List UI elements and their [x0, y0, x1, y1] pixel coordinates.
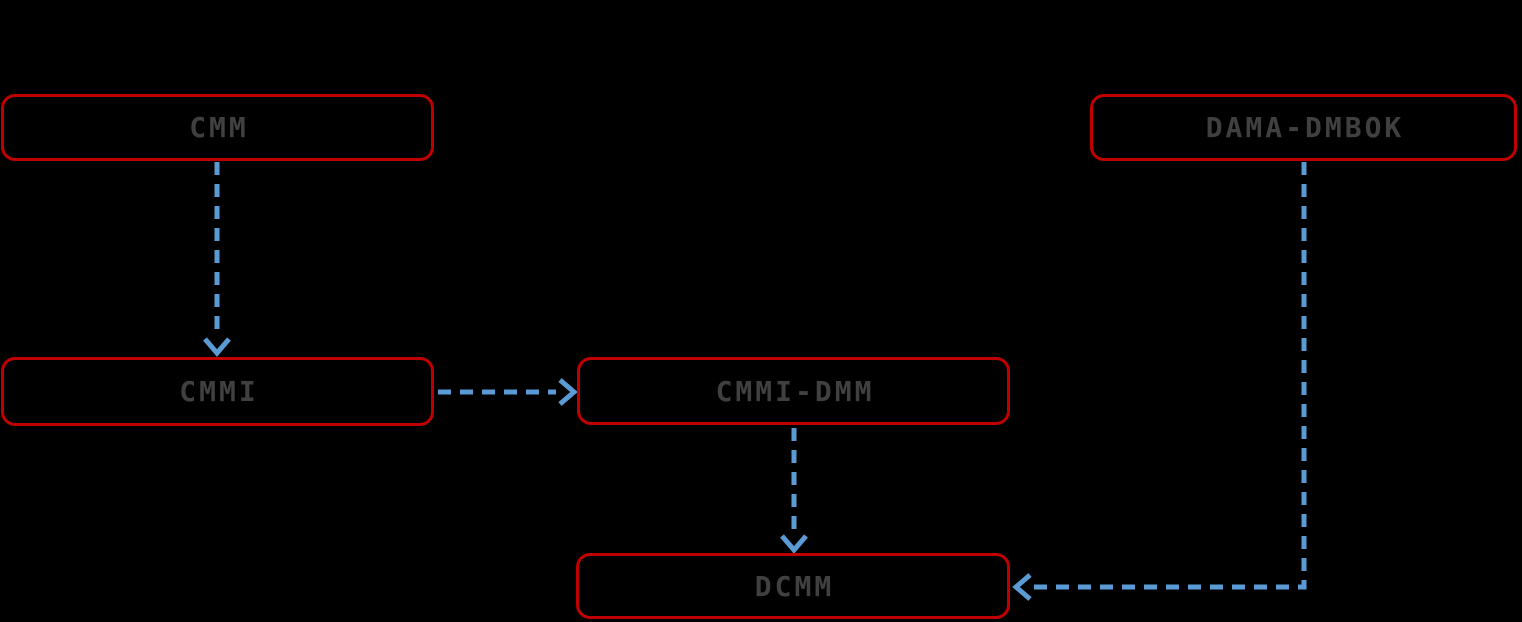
arrowhead-down-dcmm-icon — [780, 534, 808, 554]
arrowhead-left-dcmm-icon — [1012, 573, 1032, 601]
node-dcmm-label: DCMM — [754, 569, 835, 603]
node-dama-dmbok: DAMA-DMBOK — [1090, 94, 1517, 161]
edge-dama-dmbok-to-dcmm — [1032, 162, 1307, 590]
node-cmm: CMM — [1, 94, 434, 161]
node-dama-dmbok-label: DAMA-DMBOK — [1205, 111, 1405, 144]
arrowhead-down-cmmi-icon — [203, 337, 231, 357]
arrowhead-right-cmmi-dmm-icon — [558, 378, 578, 406]
node-cmm-label: CMM — [189, 111, 249, 144]
node-cmmi-label: CMMI — [179, 375, 259, 408]
node-cmmi-dmm-label: CMMI-DMM — [715, 374, 875, 408]
node-cmmi: CMMI — [1, 357, 434, 426]
node-dcmm: DCMM — [576, 553, 1010, 619]
node-cmmi-dmm: CMMI-DMM — [577, 357, 1010, 425]
